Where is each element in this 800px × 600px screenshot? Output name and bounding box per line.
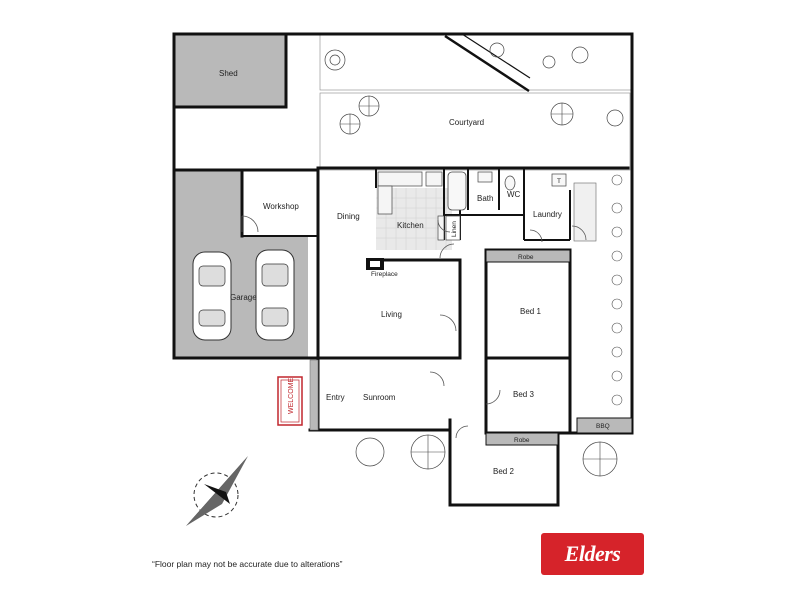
elders-logo-text: Elders: [564, 541, 621, 566]
bed2-label: Bed 2: [493, 467, 514, 476]
bed1-label: Bed 1: [520, 307, 541, 316]
courtyard-label: Courtyard: [449, 118, 484, 127]
courtyard-area: [319, 92, 631, 171]
kitchen-stove: [425, 171, 443, 187]
diagonal-fence-inner: [461, 33, 531, 79]
laundry-tub: [551, 173, 567, 187]
linen-label: Linen: [451, 221, 458, 237]
robe-bed1-label: Robe: [518, 254, 534, 261]
sunroom-label: Sunroom: [363, 393, 396, 402]
shrub-spokes: [340, 96, 617, 476]
north-arrow-icon: [186, 456, 248, 526]
bathtub: [447, 171, 467, 211]
shed-area: [174, 34, 286, 107]
diagonal-fence: [444, 34, 530, 93]
entry-label: Entry: [326, 393, 345, 402]
living-label: Living: [381, 310, 402, 319]
welcome-mat-inner: [280, 379, 300, 423]
dining-label: Dining: [337, 212, 360, 221]
workshop-label: Workshop: [263, 202, 299, 211]
bbq-area: [576, 417, 633, 434]
kitchen-label: Kitchen: [397, 221, 424, 230]
fireplace-label: Fireplace: [371, 271, 398, 278]
garage-label: Garage: [230, 293, 257, 302]
wc-label: WC: [507, 190, 521, 199]
shed-label: Shed: [219, 69, 238, 78]
robe-bed1: [485, 249, 571, 263]
toilet: [504, 175, 516, 191]
kitchen-tile-grid: [376, 188, 452, 250]
entry-panel: [309, 359, 319, 431]
elders-logo: Elders: [541, 533, 644, 575]
bed3-label: Bed 3: [513, 390, 534, 399]
linen-closet: [445, 215, 461, 241]
bbq-label: BBQ: [596, 423, 610, 430]
laundry-steps: [573, 182, 597, 242]
garden-strip-east: [611, 174, 623, 406]
disclaimer-text: “Floor plan may not be accurate due to a…: [152, 559, 343, 569]
doors: [241, 215, 587, 439]
welcome-mat-text: WELCOME: [288, 378, 295, 415]
laundry-tub-label: T: [557, 178, 561, 185]
welcome-mat: [277, 376, 303, 426]
robe-bed2: [485, 432, 559, 446]
bath-vanity: [477, 171, 493, 183]
robe-bed2-label: Robe: [514, 437, 530, 444]
bath-label: Bath: [477, 194, 493, 203]
kitchen-bench-left: [377, 185, 393, 215]
fireplace-opening: [370, 261, 380, 267]
laundry-label: Laundry: [533, 210, 562, 219]
car-right-icon: [255, 249, 295, 341]
kitchen-sink-bench: [377, 171, 423, 187]
car-left-icon: [192, 251, 232, 341]
